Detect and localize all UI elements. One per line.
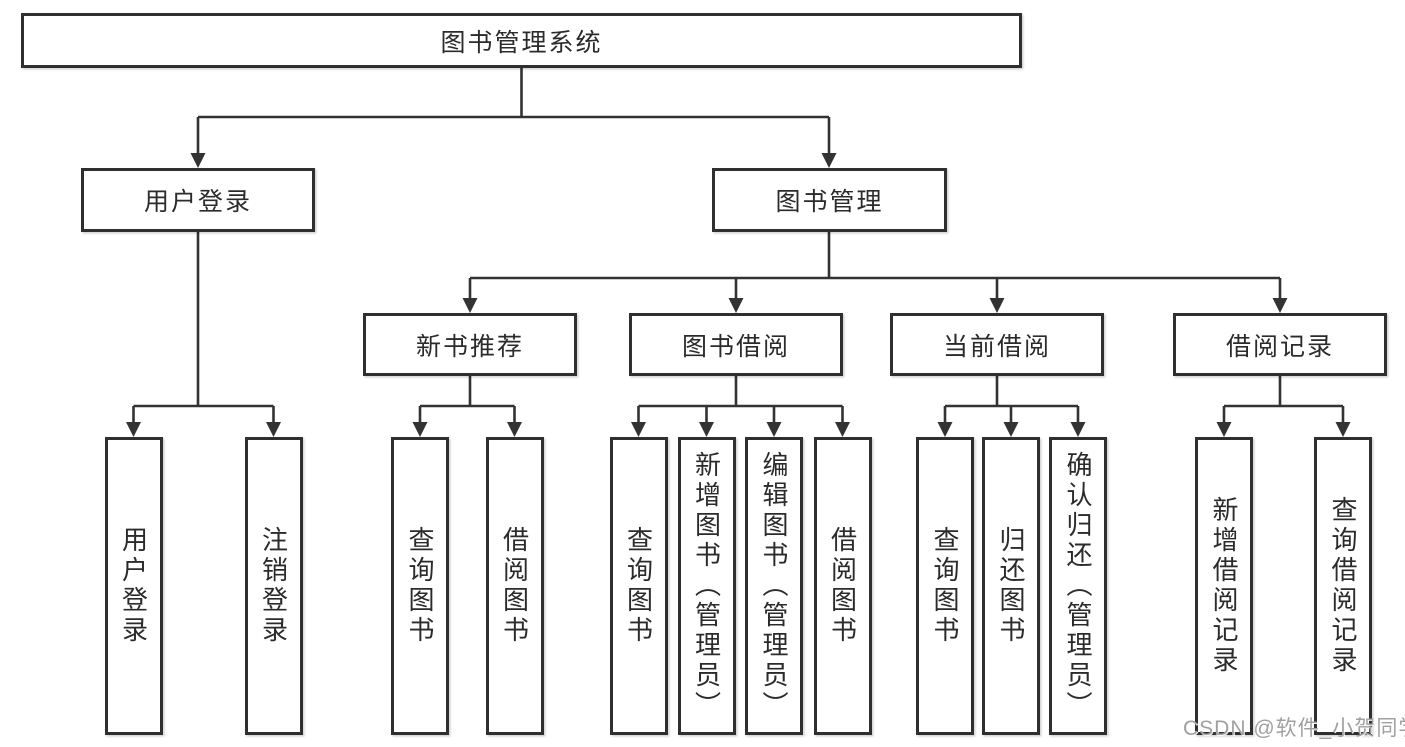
arrow-down-icon bbox=[766, 422, 782, 437]
leaf-query-books-current: 查询图书 bbox=[916, 437, 974, 735]
arrow-down-icon bbox=[126, 422, 141, 437]
leaf-logout: 注销登录 bbox=[244, 437, 303, 735]
csdn-watermark: CSDN @软件_小贺同学 bbox=[1183, 717, 1405, 740]
arrow-down-icon bbox=[507, 422, 522, 437]
node-borrow-records: 借阅记录 bbox=[1173, 313, 1387, 376]
arrow-down-icon bbox=[1272, 298, 1288, 313]
arrow-down-icon bbox=[1335, 422, 1351, 437]
leaf-add-borrow-record: 新增借阅记录 bbox=[1195, 437, 1253, 735]
arrow-down-icon bbox=[699, 422, 714, 437]
arrow-down-icon bbox=[821, 153, 837, 168]
arrow-down-icon bbox=[190, 153, 206, 168]
arrow-down-icon bbox=[835, 422, 850, 437]
arrow-down-icon bbox=[266, 422, 281, 437]
node-book-borrow: 图书借阅 bbox=[629, 313, 843, 376]
arrow-down-icon bbox=[728, 298, 744, 313]
leaf-edit-book-admin: 编辑图书（管理员） bbox=[745, 437, 803, 735]
arrow-down-icon bbox=[462, 298, 478, 313]
arrow-down-icon bbox=[1003, 422, 1019, 437]
arrow-down-icon bbox=[412, 422, 428, 437]
leaf-query-borrow-record: 查询借阅记录 bbox=[1314, 437, 1372, 735]
arrow-down-icon bbox=[989, 298, 1005, 313]
leaf-borrow-books-recommend: 借阅图书 bbox=[485, 437, 544, 735]
node-current-borrow: 当前借阅 bbox=[890, 313, 1104, 376]
node-new-book-recommend: 新书推荐 bbox=[363, 313, 577, 376]
leaf-query-books-recommend: 查询图书 bbox=[391, 437, 449, 735]
leaf-return-book: 归还图书 bbox=[982, 437, 1040, 735]
arrow-down-icon bbox=[937, 422, 953, 437]
connector-path bbox=[132, 68, 1345, 426]
leaf-user-login: 用户登录 bbox=[104, 437, 163, 735]
arrow-down-icon bbox=[1070, 422, 1086, 437]
arrow-down-icon bbox=[631, 422, 646, 437]
leaf-confirm-return-admin: 确认归还（管理员） bbox=[1049, 437, 1107, 735]
node-book-management: 图书管理 bbox=[712, 168, 947, 232]
leaf-add-book-admin: 新增图书（管理员） bbox=[677, 437, 736, 735]
leaf-query-books-borrow: 查询图书 bbox=[609, 437, 668, 735]
leaf-borrow-books: 借阅图书 bbox=[813, 437, 872, 735]
node-root: 图书管理系统 bbox=[21, 13, 1022, 68]
node-user-login: 用户登录 bbox=[81, 168, 315, 232]
arrow-down-icon bbox=[1216, 422, 1232, 437]
